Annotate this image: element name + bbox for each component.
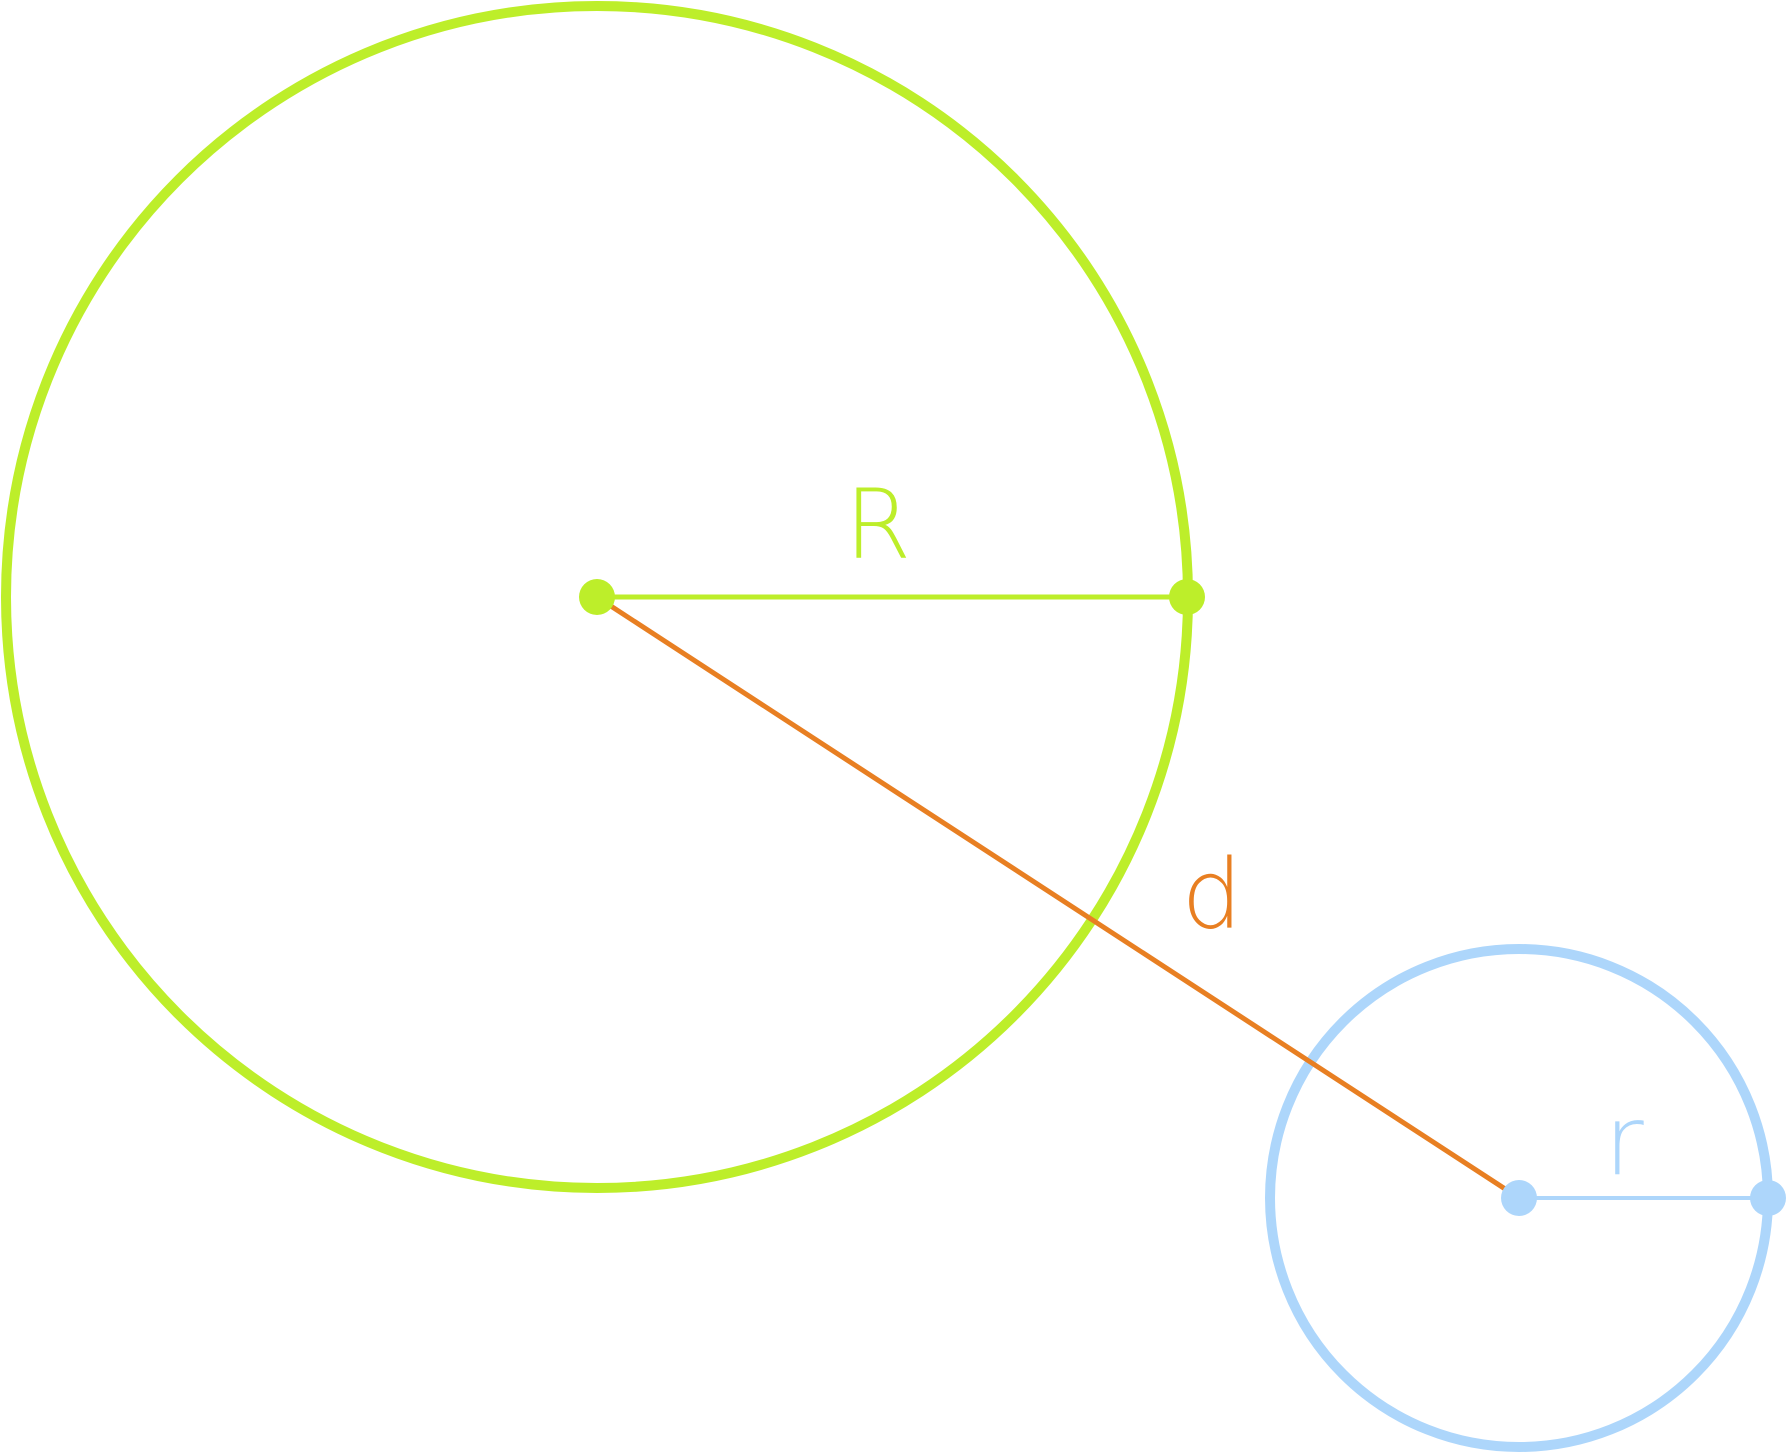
small-circle-edge-point bbox=[1750, 1180, 1786, 1216]
big-circle-edge-point bbox=[1169, 579, 1205, 615]
small-radius-label: r bbox=[1604, 1085, 1644, 1197]
distance-line bbox=[595, 594, 1521, 1201]
distance-label: d bbox=[1182, 839, 1243, 951]
big-radius-label: R bbox=[845, 469, 912, 581]
small-circle-center-point bbox=[1501, 1180, 1537, 1216]
big-circle-center-point bbox=[579, 579, 615, 615]
